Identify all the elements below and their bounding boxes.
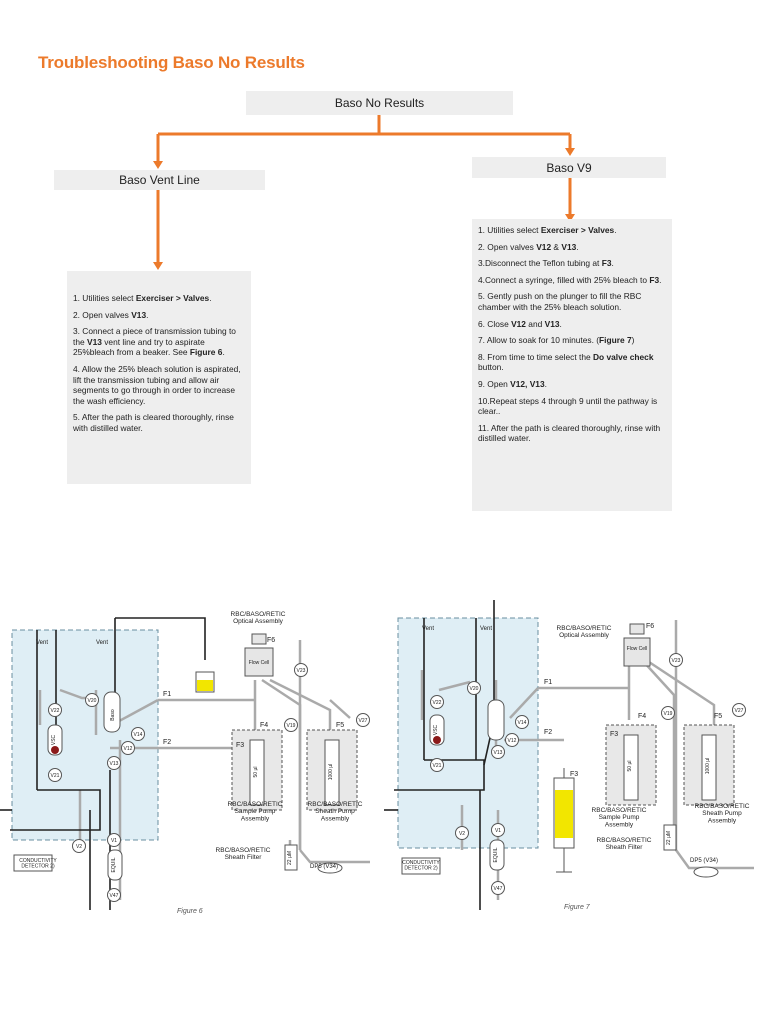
vent-label-1: Vent xyxy=(36,640,48,646)
f7-fitting-f6: F6 xyxy=(646,623,654,630)
fitting-f1: F1 xyxy=(163,691,171,698)
vent-label-2: Vent xyxy=(96,640,108,646)
valve-v13: V13 xyxy=(110,761,119,767)
procedure-step: 5. Gently push on the plunger to fill th… xyxy=(478,291,642,312)
f7-sample-volume-label: 50 µl xyxy=(627,761,633,772)
procedure-step: 7. Allow to soak for 10 minutes. (Figure… xyxy=(478,335,635,346)
procedure-step: 9. Open V12, V13. xyxy=(478,378,547,389)
f7-vent-label-2: Vent xyxy=(480,626,492,632)
f7-fitting-f4: F4 xyxy=(638,713,646,720)
f7-valve-v13: V13 xyxy=(494,750,503,756)
valve-v1: V1 xyxy=(111,838,117,844)
valve-v19: V19 xyxy=(287,723,296,729)
figure-7-caption: Figure 7 xyxy=(564,904,590,911)
procedure-step: 11. After the path is cleared thoroughly… xyxy=(478,422,661,444)
f7-valve-v22: V22 xyxy=(433,700,442,706)
f7-micron-label: 22 µM xyxy=(666,831,672,845)
micron-label: 22 µM xyxy=(287,851,293,865)
f7-valve-v20: V20 xyxy=(470,686,479,692)
fitting-f6: F6 xyxy=(267,637,275,644)
fitting-f4: F4 xyxy=(260,722,268,729)
valve-v47: V47 xyxy=(110,893,119,899)
f7-dp5-label: DP5 (V34) xyxy=(690,858,718,864)
fitting-f5: F5 xyxy=(336,722,344,729)
figure-6-caption: Figure 6 xyxy=(177,908,203,915)
f7-valve-v21: V21 xyxy=(433,763,442,769)
f7-valve-v23: V23 xyxy=(672,658,681,664)
figure-7-diagram: V20 V22 V14 V12 V13 V21 V19 V23 V27 V2 V… xyxy=(384,600,754,910)
flow-left-box: Baso Vent Line xyxy=(54,170,265,190)
procedure-step: 4. Allow the 25% bleach solution is aspi… xyxy=(73,363,241,406)
valve-v14: V14 xyxy=(134,732,143,738)
procedure-step: 8. From time to time select the Do valve… xyxy=(478,351,654,373)
sample-volume-label: 50 µl xyxy=(253,767,259,778)
sheath-volume-label: 1000 µl xyxy=(328,764,334,781)
flow-cell-label: Flow Cell xyxy=(249,660,270,666)
fitting-f2: F2 xyxy=(163,739,171,746)
procedure-step: 4.Connect a syringe, filled with 25% ble… xyxy=(478,274,662,285)
f7-vent-label-1: Vent xyxy=(422,626,434,632)
f7-valve-v19: V19 xyxy=(664,711,673,717)
procedure-step: 2. Open valves V12 & V13. xyxy=(478,241,579,252)
valve-v12: V12 xyxy=(124,746,133,752)
valve-v23: V23 xyxy=(297,668,306,674)
vsc-label: VSC xyxy=(51,734,57,745)
valve-v22: V22 xyxy=(51,708,60,714)
f7-fitting-f2: F2 xyxy=(544,729,552,736)
equil-label: EQUIL xyxy=(111,857,117,872)
procedure-step: 3.Disconnect the Teflon tubing at F3. xyxy=(478,258,614,269)
f7-valve-v27: V27 xyxy=(735,708,744,714)
valve-v21: V21 xyxy=(51,773,60,779)
procedure-step: 6. Close V12 and V13. xyxy=(478,318,562,329)
valve-v27: V27 xyxy=(359,718,368,724)
flow-root-box: Baso No Results xyxy=(246,91,513,115)
v9-procedure: 1. Utilities select Exerciser > Valves. 2… xyxy=(472,219,672,511)
f7-valve-v14: V14 xyxy=(518,720,527,726)
valve-v20: V20 xyxy=(88,698,97,704)
f7-fitting-f5: F5 xyxy=(714,713,722,720)
fitting-f3: F3 xyxy=(236,742,244,749)
procedure-step: 3. Connect a piece of transmission tubin… xyxy=(73,326,236,358)
f7-fitting-f3-syringe: F3 xyxy=(570,771,578,778)
f7-fitting-f3: F3 xyxy=(610,731,618,738)
f7-fitting-f1: F1 xyxy=(544,679,552,686)
dp5-label: DP5 (V34) xyxy=(310,864,338,870)
f7-equil-label: EQUIL xyxy=(493,847,499,862)
procedure-step: 5. After the path is cleared thoroughly,… xyxy=(73,412,234,433)
f7-vsc-label: VSC xyxy=(433,724,439,735)
baso-label: Baso xyxy=(110,709,116,721)
f7-valve-v47: V47 xyxy=(494,886,503,892)
flowchart-connectors xyxy=(153,115,575,270)
f7-valve-v1: V1 xyxy=(495,828,501,834)
page-title: Troubleshooting Baso No Results xyxy=(38,53,305,72)
procedure-step: 2. Open valves V13. xyxy=(73,309,149,320)
f7-valve-v12: V12 xyxy=(508,738,517,744)
procedure-step: 1. Utilities select Exerciser > Valves. xyxy=(73,293,212,303)
f7-sheath-volume-label: 1000 µl xyxy=(705,758,711,775)
valve-v2: V2 xyxy=(76,844,82,850)
f7-valve-v2: V2 xyxy=(459,831,465,837)
procedure-step: 1. Utilities select Exerciser > Valves. xyxy=(478,225,617,235)
vent-line-procedure: 1. Utilities select Exerciser > Valves. 2… xyxy=(67,271,251,484)
flow-right-box: Baso V9 xyxy=(472,157,666,178)
f7-flow-cell-label: Flow Cell xyxy=(627,646,648,652)
figure-6-diagram: V20 V22 V14 V12 V13 V21 V19 V23 V27 V2 V… xyxy=(0,611,370,910)
procedure-step: 10.Repeat steps 4 through 9 until the pa… xyxy=(478,395,658,417)
